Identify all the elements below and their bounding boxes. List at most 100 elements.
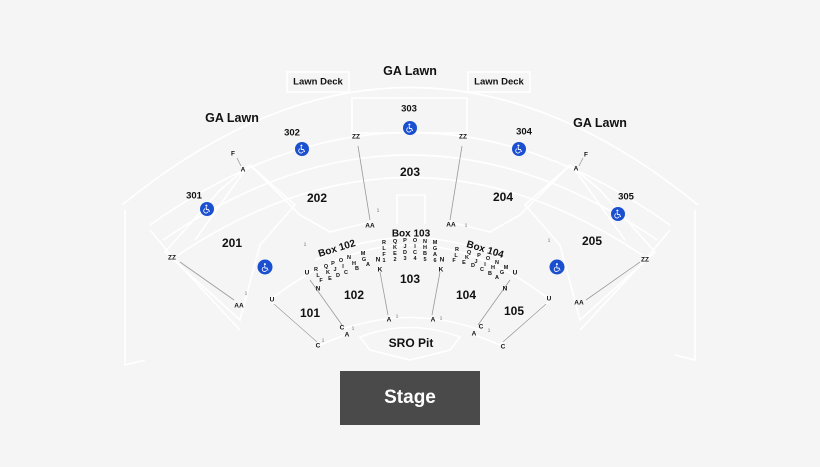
box102-seat[interactable]: O xyxy=(338,258,344,264)
box104-seat[interactable]: A xyxy=(495,275,499,281)
box104-seat[interactable]: J xyxy=(474,259,478,265)
box104-seat[interactable]: M xyxy=(503,265,509,271)
box104-seat[interactable]: L xyxy=(454,253,458,259)
box103-seat[interactable]: N xyxy=(423,239,427,245)
box102-seat[interactable]: E xyxy=(328,276,332,282)
ga-lawn-center-label[interactable]: GA Lawn xyxy=(383,64,437,78)
box103-seat[interactable]: K xyxy=(393,245,397,251)
level-300-inner2 xyxy=(177,176,643,256)
row-label-a: A xyxy=(386,316,392,324)
section-304[interactable]: 304 xyxy=(516,126,532,138)
box104-seat[interactable]: H xyxy=(491,265,495,271)
box102-seat[interactable]: R xyxy=(314,267,318,273)
box103-seat[interactable]: E xyxy=(393,251,397,257)
box103-seat[interactable]: 6 xyxy=(433,258,437,264)
box102-seat[interactable]: A xyxy=(366,262,370,268)
box104-seat[interactable]: O xyxy=(485,256,491,262)
box104-seat[interactable]: D xyxy=(471,263,475,269)
box103-seat[interactable]: I xyxy=(414,244,416,250)
box103-seat[interactable]: H xyxy=(423,245,427,251)
box102-seat[interactable]: M xyxy=(360,251,366,257)
box102-seat[interactable]: J xyxy=(333,267,337,273)
seat-number-1: 1 xyxy=(321,337,325,343)
box103-seat[interactable]: 5 xyxy=(423,257,427,263)
box102-seat[interactable]: Q xyxy=(323,264,329,270)
section-104[interactable]: 104 xyxy=(455,288,477,302)
section-305[interactable]: 305 xyxy=(618,191,634,203)
row-label-a: A xyxy=(573,165,579,173)
section-101[interactable]: 101 xyxy=(299,306,321,320)
section-202[interactable]: 202 xyxy=(306,191,328,205)
box103-seat[interactable]: D xyxy=(403,250,407,256)
box103-seat[interactable]: B xyxy=(423,251,427,257)
section-202-lower-edge xyxy=(249,164,371,233)
wheelchair-accessible-icon xyxy=(611,207,625,221)
box103-seat[interactable]: G xyxy=(432,246,438,252)
section-204-lower-edge xyxy=(449,164,571,233)
box104-seat[interactable]: P xyxy=(477,253,481,259)
box102-seat[interactable]: P xyxy=(331,261,335,267)
sro-pit-label[interactable]: SRO Pit xyxy=(388,336,434,350)
box104-seat[interactable]: Q xyxy=(466,250,472,256)
ga-lawn-right-label[interactable]: GA Lawn xyxy=(573,116,627,130)
section-302[interactable]: 302 xyxy=(284,127,300,139)
box103-seat[interactable]: 4 xyxy=(413,256,417,262)
box104-seat[interactable]: B xyxy=(488,271,492,277)
seat-number-1: 1 xyxy=(439,315,443,321)
lawn-deck-left-area xyxy=(286,71,350,93)
box102-seat[interactable]: I xyxy=(342,264,344,270)
box102-seat[interactable]: B xyxy=(355,266,359,272)
seat-number-1: 1 xyxy=(487,327,491,333)
box103-seat[interactable]: C xyxy=(413,250,417,256)
box104-seat[interactable]: F xyxy=(452,258,456,264)
box103-seat[interactable]: F xyxy=(382,252,386,258)
row-label-a: A xyxy=(471,330,477,338)
row-label-aa: AA xyxy=(234,302,244,310)
section-201[interactable]: 201 xyxy=(221,236,243,250)
box103-seat[interactable]: M xyxy=(432,240,438,246)
box104-seat[interactable]: R xyxy=(455,247,459,253)
box-103[interactable]: Box 103 xyxy=(391,228,431,240)
level-300-inner xyxy=(162,154,658,241)
box103-seat[interactable]: O xyxy=(412,238,418,244)
box104-seat[interactable]: C xyxy=(480,267,484,273)
box104-seat[interactable]: K xyxy=(465,255,469,261)
box103-seat[interactable]: R xyxy=(382,240,386,246)
lawn-deck-right-label[interactable]: Lawn Deck xyxy=(474,76,524,88)
box104-seat[interactable]: N xyxy=(495,260,499,266)
wheelchair-accessible-icon xyxy=(549,259,565,275)
box104-seat[interactable]: G xyxy=(499,270,505,276)
box103-seat[interactable]: 1 xyxy=(382,258,386,264)
section-102[interactable]: 102 xyxy=(343,288,365,302)
lawn-deck-left-label[interactable]: Lawn Deck xyxy=(293,76,343,88)
section-303[interactable]: 303 xyxy=(401,103,417,115)
box103-seat[interactable]: L xyxy=(382,246,386,252)
box103-seat[interactable]: P xyxy=(403,238,407,244)
box103-seat[interactable]: J xyxy=(403,244,407,250)
box102-seat[interactable]: D xyxy=(336,273,340,279)
section-103[interactable]: 103 xyxy=(399,272,421,286)
box102-seat[interactable]: K xyxy=(326,270,330,276)
section-105[interactable]: 105 xyxy=(503,304,525,318)
ga-lawn-left-label[interactable]: GA Lawn xyxy=(205,111,259,125)
section-301[interactable]: 301 xyxy=(186,190,202,202)
box104-seat[interactable]: I xyxy=(484,262,486,268)
section-203[interactable]: 203 xyxy=(399,165,421,179)
box103-seat[interactable]: Q xyxy=(392,239,398,245)
row-label-aa: AA xyxy=(446,221,456,229)
section-205[interactable]: 205 xyxy=(581,234,603,248)
box102-seat[interactable]: C xyxy=(344,270,348,276)
section-204[interactable]: 204 xyxy=(492,190,514,204)
box102-seat[interactable]: G xyxy=(361,257,367,263)
box102-seat[interactable]: N xyxy=(347,255,351,261)
box104-seat[interactable]: E xyxy=(462,260,466,266)
box103-seat[interactable]: 2 xyxy=(393,257,397,263)
box102-seat[interactable]: H xyxy=(352,261,356,267)
seat-number-1: 1 xyxy=(376,207,380,213)
section-203-notch xyxy=(396,194,426,224)
box102-seat[interactable]: F xyxy=(319,278,323,284)
sro-pit-area xyxy=(358,326,462,361)
box103-seat[interactable]: A xyxy=(433,252,437,258)
box102-seat[interactable]: L xyxy=(316,273,320,279)
box103-seat[interactable]: 3 xyxy=(403,256,407,262)
